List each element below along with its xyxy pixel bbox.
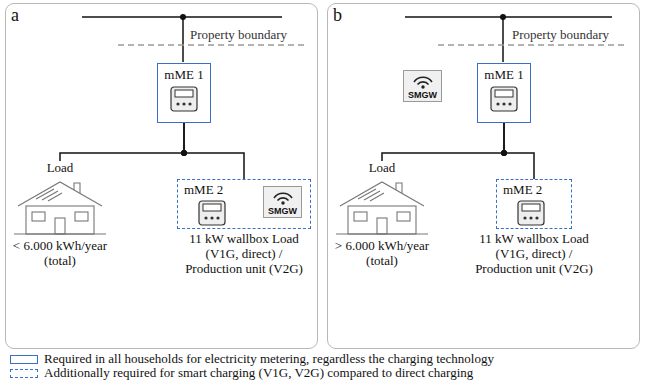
boundary-line	[438, 44, 628, 46]
meter-body	[518, 201, 544, 225]
house-wall	[348, 206, 416, 234]
wire-path	[184, 123, 244, 179]
meter-box: mME 1	[157, 63, 211, 123]
service-wire	[502, 17, 504, 62]
meter-body	[199, 201, 225, 225]
load-house: Load > 6.000 kWh/year (total)	[330, 161, 434, 269]
node-text: > 6.000 kWh/year (total)	[330, 239, 434, 269]
meter-button	[529, 216, 532, 219]
meter-display	[495, 90, 513, 97]
meter-display	[203, 204, 221, 211]
junction-dot	[181, 150, 187, 156]
house-wall	[26, 206, 94, 234]
house-icon	[336, 178, 428, 236]
meter-icon	[517, 200, 545, 226]
house-window	[397, 212, 410, 221]
node-text: 11 kW wallbox Load (V1G, direct) / Produ…	[468, 232, 600, 277]
panel-box: amME 1Load< 6.000 kWh/year (total)mME 21…	[5, 3, 318, 349]
boundary-label: Property boundary	[512, 27, 609, 43]
wifi-arc	[417, 82, 428, 85]
meter-button	[508, 102, 511, 105]
junction-dot	[501, 150, 507, 156]
node-text: Load	[8, 161, 112, 176]
wifi-dot	[421, 85, 424, 88]
gateway-box: SMGW	[263, 186, 302, 218]
legend-text: Required in all households for electrici…	[44, 351, 494, 367]
node-text: mME 2	[503, 182, 565, 198]
service-wire	[182, 17, 184, 62]
house-door	[55, 218, 65, 234]
house-door	[377, 218, 387, 234]
meter-button	[204, 216, 207, 219]
boundary-line	[118, 44, 305, 46]
legend-row: Required in all households for electrici…	[10, 352, 494, 366]
house-chimney	[74, 183, 80, 193]
legend-text: Additionally required for smart charging…	[44, 365, 473, 381]
house-window	[75, 212, 88, 221]
meter-icon	[490, 86, 518, 112]
wifi-arc	[277, 198, 288, 201]
house-roof	[18, 182, 102, 206]
meter-icon	[170, 86, 198, 112]
node-text: b	[333, 5, 342, 26]
wire-connector	[501, 123, 534, 179]
junction-dot	[180, 14, 186, 20]
meter-button	[523, 216, 526, 219]
junction-dot	[181, 150, 187, 156]
load-house: Load < 6.000 kWh/year (total)	[8, 161, 112, 269]
wallbox-box: mME 211 kW wallbox Load (V1G, direct) / …	[496, 179, 572, 229]
boundary-label: Property boundary	[190, 27, 287, 43]
node-text: a	[11, 5, 19, 26]
ground-line	[336, 233, 428, 234]
house-icon	[14, 178, 106, 236]
node-text: < 6.000 kWh/year (total)	[8, 239, 112, 269]
meter-button	[535, 216, 538, 219]
node-text: 11 kW wallbox Load (V1G, direct) / Produ…	[178, 232, 310, 277]
meter-button	[182, 102, 185, 105]
wire-path	[382, 123, 504, 161]
node-text: mME 2	[184, 182, 304, 198]
panel-box: bSMGW mME 1 Load > 6.000 kWh/year (total) mM…	[327, 3, 640, 349]
meter-box: mME 1	[477, 63, 531, 123]
meter-button	[216, 216, 219, 219]
meter-icon	[198, 200, 226, 226]
meter-button	[176, 102, 179, 105]
meter-button	[502, 102, 505, 105]
legend-swatch	[10, 355, 38, 364]
junction-dot	[500, 14, 506, 20]
wire-path	[60, 123, 184, 161]
meter-button	[210, 216, 213, 219]
node-text: SMGW	[268, 206, 297, 216]
house-chimney	[396, 183, 402, 193]
legend-row: Additionally required for smart charging…	[10, 366, 494, 380]
solar-panel	[36, 189, 62, 201]
wire-connector	[181, 123, 244, 179]
house-window	[354, 212, 367, 221]
meter-button	[496, 102, 499, 105]
node-text: mME 1	[162, 67, 206, 83]
meter-body	[491, 87, 517, 111]
wire-connector	[382, 123, 507, 161]
meter-display	[522, 204, 540, 211]
wifi-icon	[412, 74, 434, 89]
meter-button	[188, 102, 191, 105]
ground-line	[14, 233, 106, 234]
wire-path	[504, 123, 534, 179]
grid-line	[405, 16, 612, 18]
node-text: mME 1	[482, 67, 526, 83]
wifi-icon	[272, 190, 294, 205]
meter-display	[175, 90, 193, 97]
meter-body	[171, 87, 197, 111]
node-text: Load	[330, 161, 434, 176]
legend-swatch	[10, 369, 38, 378]
wire-connector	[60, 123, 187, 161]
house-roof	[340, 182, 424, 206]
solar-panel	[358, 189, 384, 201]
gateway-box: SMGW	[403, 70, 442, 102]
node-text: SMGW	[408, 90, 437, 100]
wallbox-box: mME 211 kW wallbox Load (V1G, direct) / …	[177, 179, 311, 229]
wifi-dot	[281, 201, 284, 204]
junction-dot	[501, 150, 507, 156]
house-window	[32, 212, 45, 221]
